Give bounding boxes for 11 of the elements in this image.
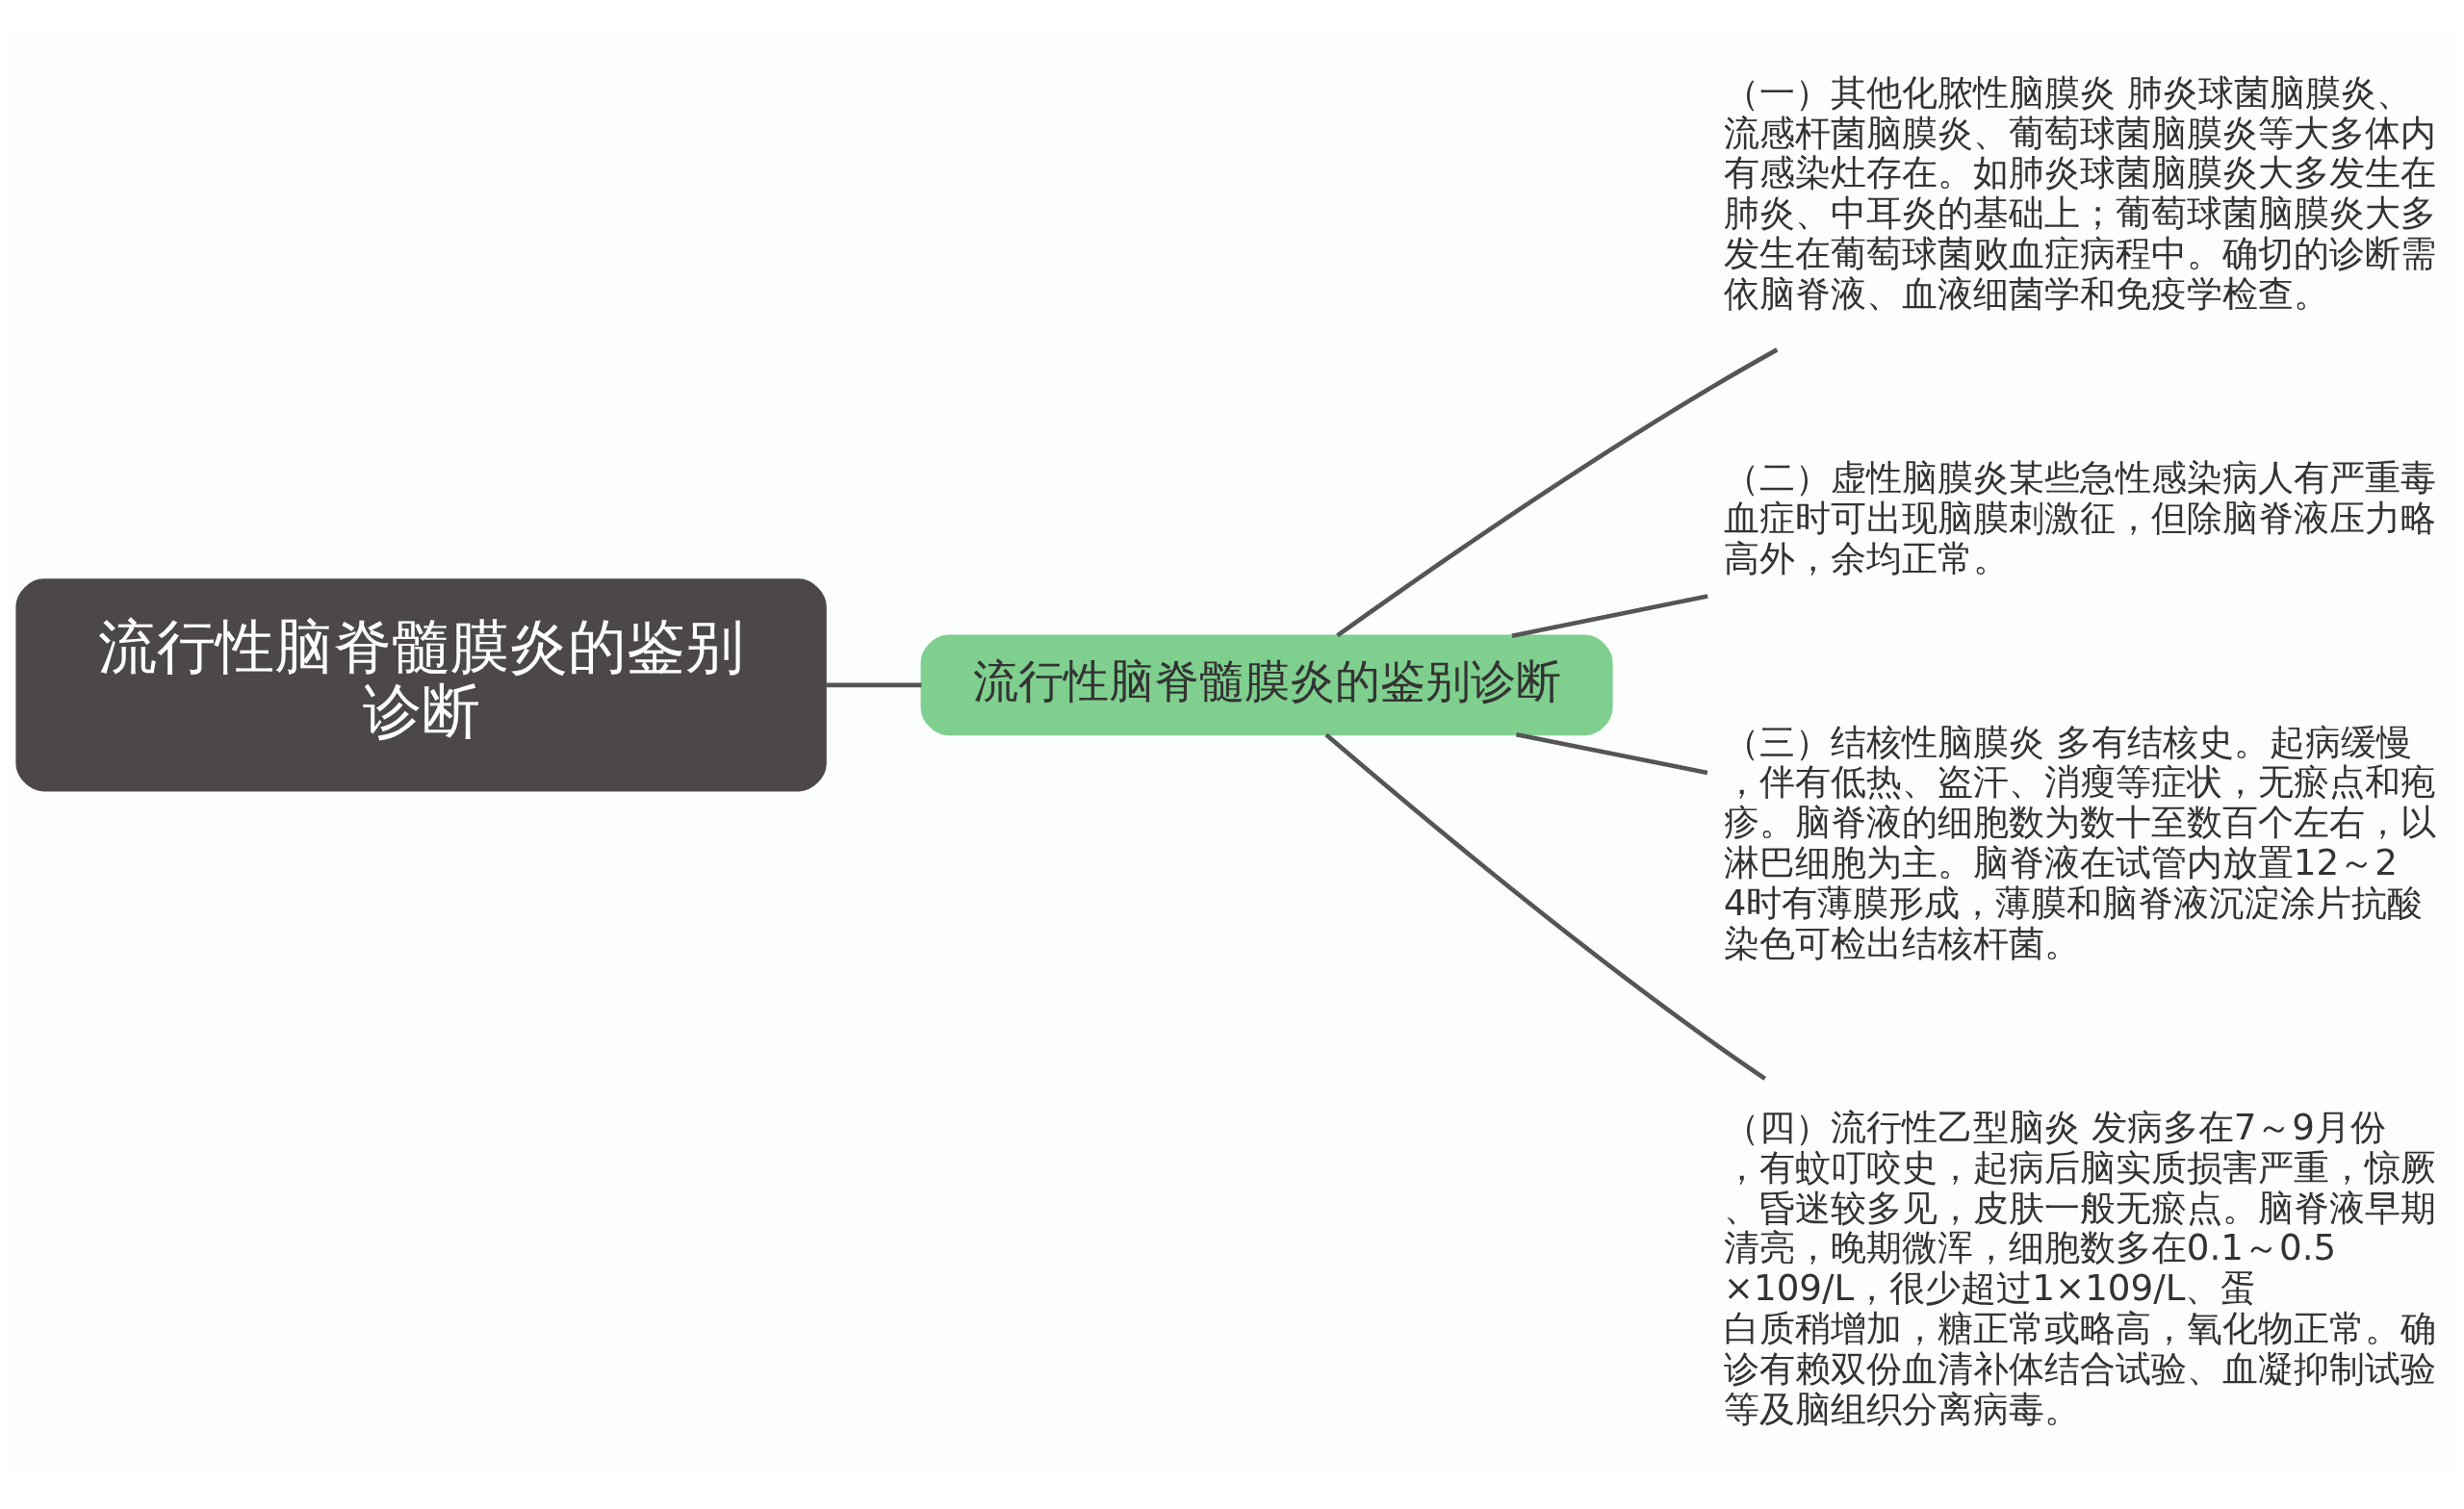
node-box: 流行性脑脊髓膜炎的鉴别诊断	[15, 578, 827, 792]
connector	[1324, 732, 1767, 1081]
connector	[1511, 594, 1708, 638]
node-text: （三）结核性脑膜炎 多有结核史。起病缓慢，伴有低热、盗汗、消瘦等症状，无瘀点和疱疹。脑脊液的细胞数为数十至数百个左右，以淋巴细胞为主。脑脊液在试管内放置12～24时有薄膜形成，薄膜和脑脊液沉淀涂片抗酸染色可检出结核杆菌。	[1723, 720, 2436, 964]
connector	[825, 682, 922, 688]
connector	[1336, 347, 1779, 638]
node-text: （二）虚性脑膜炎某些急性感染病人有严重毒血症时可出现脑膜刺激征，但除脑脊液压力略高外，余均正常。	[1723, 455, 2436, 579]
node-box: 流行性脑脊髓膜炎的鉴别诊断	[920, 634, 1613, 736]
node-text: （一）其他化脓性脑膜炎 肺炎球菌脑膜炎、流感杆菌脑膜炎、葡萄球菌脑膜炎等大多体内有感染灶存在。如肺炎球菌脑膜炎大多发生在肺炎、中耳炎的基础上；葡萄球菌脑膜炎大多发生在葡萄球菌败血症病程中。确切的诊断需依脑脊液、血液细菌学和免疫学检查。	[1723, 70, 2436, 316]
connector	[1516, 732, 1708, 776]
node-text: （四）流行性乙型脑炎 发病多在7～9月份，有蚊叮咬史，起病后脑实质损害严重，惊厥、昏迷较多见，皮肤一般无瘀点。脑脊液早期清亮，晚期微浑，细胞数多在0.1～0.5×109/L，很少超过1×109/L、蛋白质稍增加，糖正常或略高，氧化物正常。确诊有赖双份血清补体结合试验、血凝抑制试验等及脑组织分离病毒。	[1723, 1105, 2436, 1431]
